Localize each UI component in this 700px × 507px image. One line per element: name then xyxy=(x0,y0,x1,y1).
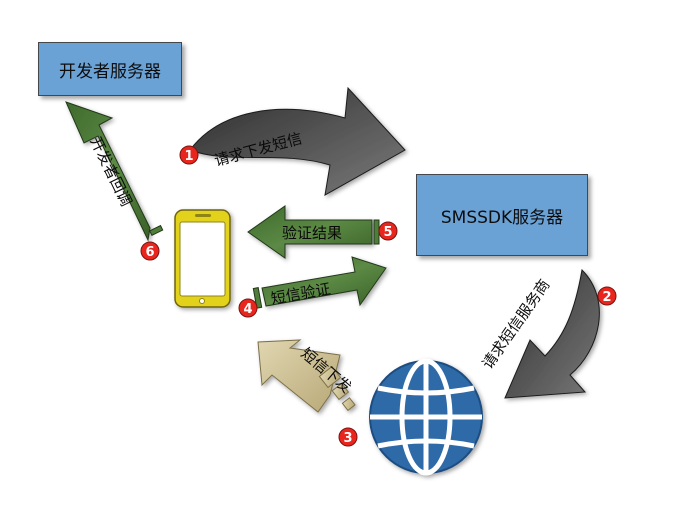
step-6-badge: 6 xyxy=(140,241,160,261)
request-provider-arrow xyxy=(504,268,600,399)
developer-callback-arrow xyxy=(65,101,151,242)
smssdk-server-label: SMSSDK服务器 xyxy=(440,207,564,228)
step-5-label: 验证结果 xyxy=(282,224,342,242)
step-2-badge: 2 xyxy=(597,286,617,306)
step-4-label: 短信验证 xyxy=(270,280,332,308)
verify-result-arrow xyxy=(247,205,373,259)
step-6-label: 开发者回调 xyxy=(86,134,135,209)
step-4-number: 4 xyxy=(243,302,252,317)
step-5-number: 5 xyxy=(383,225,392,240)
developer-server-box: 开发者服务器 xyxy=(38,42,182,96)
step-5-badge: 5 xyxy=(378,221,398,241)
request-sms-arrow xyxy=(189,86,406,196)
step-6-number: 6 xyxy=(145,245,154,260)
step-4-badge: 4 xyxy=(238,298,258,318)
step-1-number: 1 xyxy=(184,149,193,164)
step-3-number: 3 xyxy=(343,431,352,446)
step-3-badge: 3 xyxy=(338,427,358,447)
step-2-number: 2 xyxy=(602,290,611,305)
smssdk-server-box: SMSSDK服务器 xyxy=(416,174,588,256)
phone-icon xyxy=(174,209,231,308)
developer-server-label: 开发者服务器 xyxy=(59,61,161,82)
sms-verify-arrow xyxy=(261,256,387,307)
step-1-badge: 1 xyxy=(179,145,199,165)
sms-delivery-arrow xyxy=(257,339,356,413)
internet-globe-icon xyxy=(369,358,483,476)
